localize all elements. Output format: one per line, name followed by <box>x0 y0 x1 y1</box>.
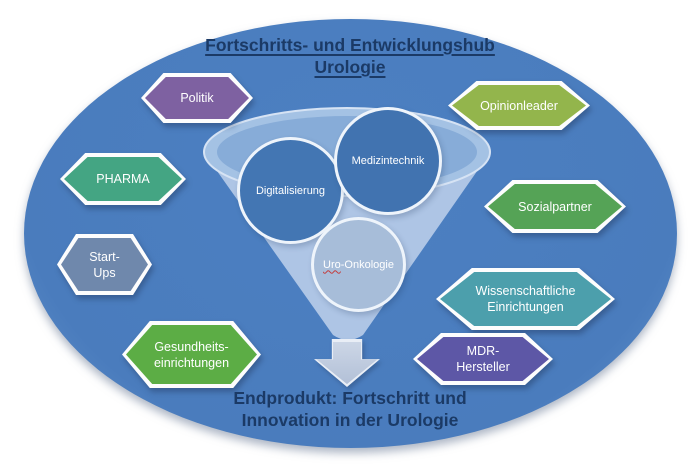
hexagon-mdr-hersteller: MDR- Hersteller <box>413 333 553 385</box>
footer-line-1: Endprodukt: Fortschritt und <box>233 388 467 408</box>
circle-digitalisierung: Digitalisierung <box>237 137 344 244</box>
hexagon-mdr-label: MDR- <box>466 344 500 358</box>
hexagon-pharma-label: PHARMA <box>96 172 150 186</box>
hexagon-pharma: PHARMA <box>60 153 186 205</box>
hexagon-politik: Politik <box>141 73 253 123</box>
hexagon-opinionleader: Opinionleader <box>448 81 590 130</box>
title-line-2: Urologie <box>314 57 386 77</box>
hexagon-sozialpartner: Sozialpartner <box>484 180 626 233</box>
circle-medizintechnik: Medizintechnik <box>334 107 442 215</box>
hexagon-opinionleader-label: Opinionleader <box>480 98 558 113</box>
title-line-1: Fortschritts- und Entwicklungshub <box>205 35 495 55</box>
footer-text: Endprodukt: Fortschritt und Innovation i… <box>0 387 700 431</box>
circle-digitalisierung-label: Digitalisierung <box>255 184 326 197</box>
hexagon-wissenschaftliche-einrichtungen: Wissenschaftliche Einrichtungen <box>436 268 615 330</box>
hexagon-gesundheits-label: Gesundheits- <box>154 339 229 354</box>
down-arrow-fill <box>317 342 377 384</box>
circle-medizintechnik-label: Medizintechnik <box>351 155 425 167</box>
hexagon-wissenschaftliche-label: Wissenschaftliche <box>475 284 576 298</box>
circle-uro-onkologie-label: Uro-Onkologie <box>323 258 394 271</box>
diagram-title: Fortschritts- und Entwicklungshub Urolog… <box>0 34 700 78</box>
hexagon-politik-label: Politik <box>180 91 214 105</box>
circle-uro-onkologie: Uro-Onkologie <box>311 217 406 312</box>
hexagon-startups: Start- Ups <box>57 234 152 295</box>
hexagon-gesundheitseinrichtungen: Gesundheits- einrichtungen <box>122 321 261 388</box>
down-arrow-icon <box>314 339 380 387</box>
footer-line-2: Innovation in der Urologie <box>241 410 459 430</box>
hexagon-startups-label: Start- <box>89 249 120 264</box>
spellcheck-underline: Uro <box>323 258 341 271</box>
hexagon-sozialpartner-label: Sozialpartner <box>518 199 592 214</box>
